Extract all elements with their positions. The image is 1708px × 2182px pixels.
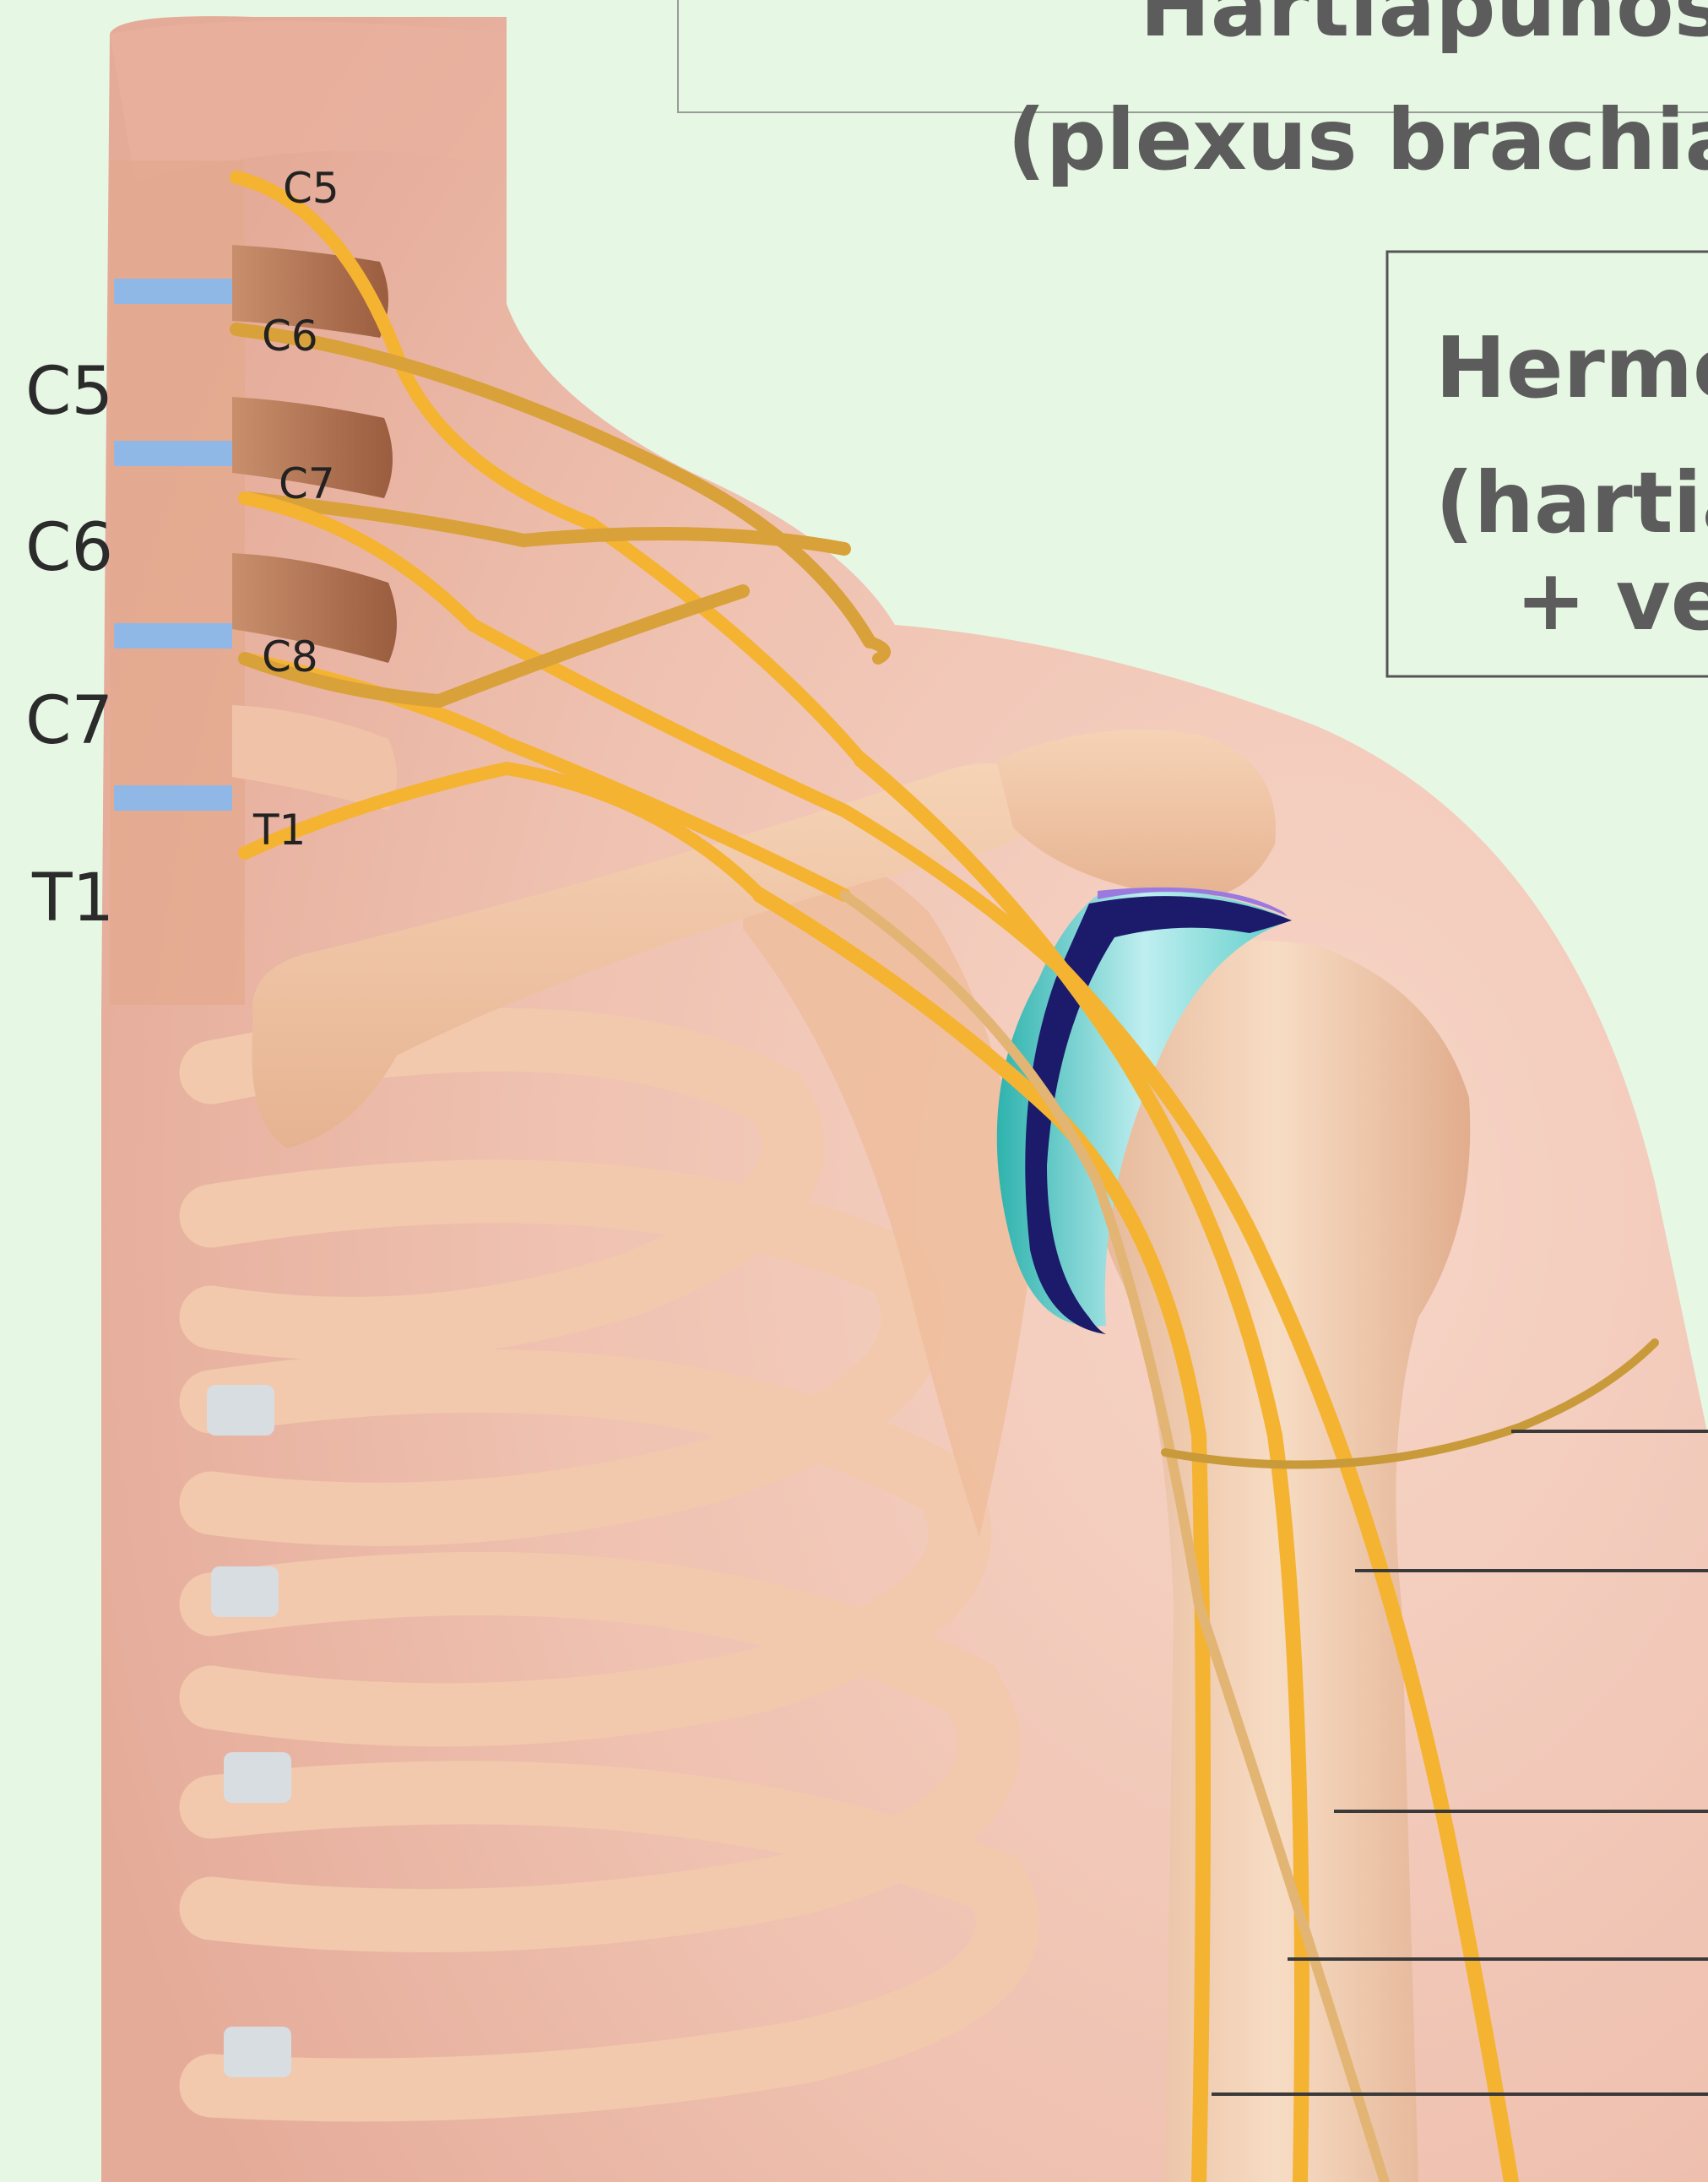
spine-label-c5: C5 [25, 354, 113, 430]
spine-label-c6: C6 [25, 510, 113, 586]
root-label-t1: T1 [252, 806, 306, 855]
spine-label-t1: T1 [31, 860, 114, 936]
callout-line-1: Hermo [1435, 318, 1708, 417]
title-line-1: Hartiapunos [1140, 0, 1708, 56]
title-line-2: (plexus brachia [1007, 90, 1708, 189]
callout-line-3: + ve [1516, 551, 1708, 649]
root-label-c7: C7 [279, 459, 335, 508]
root-label-c5: C5 [283, 164, 339, 213]
root-label-c6: C6 [262, 312, 318, 361]
spine-label-c7: C7 [25, 683, 113, 759]
root-label-c8: C8 [262, 632, 318, 681]
callout-line-2: (hartia [1435, 453, 1708, 552]
